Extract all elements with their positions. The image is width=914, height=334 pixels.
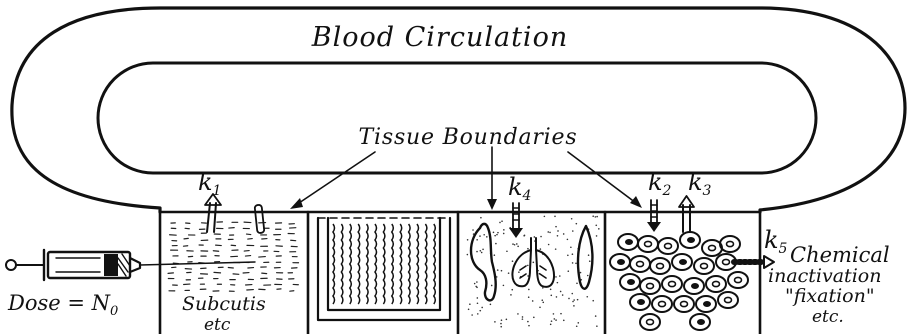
organ-stipple bbox=[467, 215, 600, 327]
k5-label: k5 bbox=[764, 226, 788, 257]
subcutis-label: Subcutis bbox=[182, 293, 266, 315]
k4-rate-arrow bbox=[509, 203, 523, 238]
subcutis-etc-label: etc bbox=[204, 315, 231, 334]
cell-cluster bbox=[610, 232, 748, 330]
k2-rate-arrow bbox=[647, 200, 661, 232]
k4-label: k4 bbox=[508, 173, 531, 204]
fixation-label: "fixation" bbox=[785, 285, 875, 307]
injection-site-marker bbox=[255, 205, 265, 234]
k3-rate-arrow bbox=[679, 196, 694, 232]
liver-icon bbox=[578, 226, 592, 289]
chemical-label: Chemical bbox=[790, 243, 890, 267]
inactivation-label: inactivation bbox=[768, 265, 881, 287]
kidney-icon bbox=[471, 224, 496, 300]
compartment-boxes bbox=[160, 212, 760, 334]
capillary-compartment bbox=[318, 218, 450, 320]
blood-circulation-title: Blood Circulation bbox=[311, 22, 568, 53]
etc-label: etc. bbox=[812, 307, 844, 327]
tissue-boundaries-label: Tissue Boundaries bbox=[359, 125, 578, 150]
circulation-inner-loop bbox=[98, 63, 816, 173]
dose-label: Dose = N0 bbox=[7, 291, 118, 319]
syringe-icon bbox=[6, 250, 255, 280]
tissue-boundary-pointer-arrows bbox=[290, 147, 642, 210]
subcutis-stipple bbox=[168, 222, 299, 291]
